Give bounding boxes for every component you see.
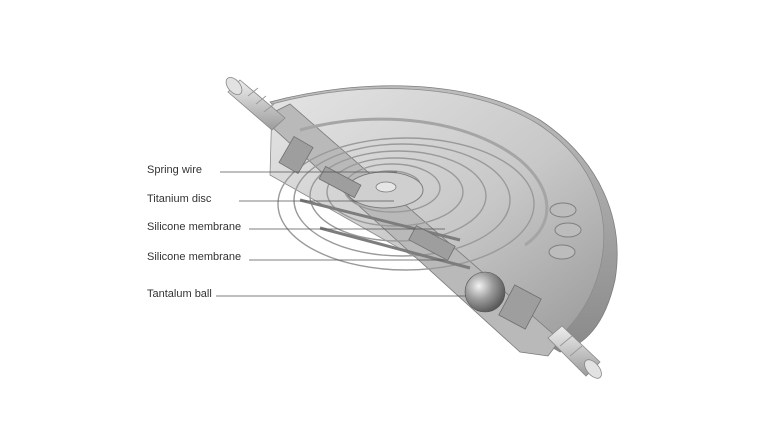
label-silicone-membrane-1: Silicone membrane — [147, 221, 242, 233]
inlet-connector — [225, 77, 286, 131]
spiral-spring — [277, 137, 535, 271]
label-silicone-membrane-2: Silicone membrane — [147, 251, 242, 263]
silicone-membrane-lower — [319, 226, 471, 270]
disc-hub — [375, 181, 397, 193]
silicone-membrane-upper — [299, 198, 461, 242]
port-holes — [548, 202, 582, 260]
tantalum-ball — [464, 271, 506, 313]
label-titanium-disc: Titanium disc — [147, 193, 212, 205]
leader-lines — [216, 171, 466, 297]
outlet-connector — [547, 325, 602, 379]
label-spring-wire: Spring wire — [147, 164, 203, 176]
recess-ring — [299, 117, 549, 247]
housing-top-face — [269, 88, 605, 339]
label-tantalum-ball: Tantalum ball — [147, 288, 212, 300]
internal-chambers — [278, 135, 542, 330]
